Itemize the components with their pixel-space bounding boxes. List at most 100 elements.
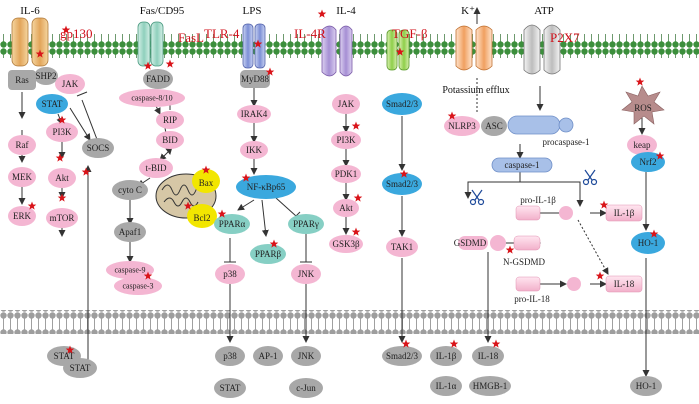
node-mtor: mTOR <box>46 208 78 228</box>
node-gsk3b: GSK3β <box>329 235 363 253</box>
svg-text:cyto C: cyto C <box>118 185 142 195</box>
node-apaf1: Apaf1 <box>114 222 146 242</box>
potassium-channel <box>455 25 493 71</box>
svg-text:keap: keap <box>634 140 651 150</box>
node-nlrp3: NLRP3 <box>444 116 480 136</box>
star-icon <box>35 49 45 58</box>
svg-text:t-BID: t-BID <box>146 163 167 173</box>
n-gsdmd-label: N-GSDMD <box>503 257 546 267</box>
node-tak1: TAK1 <box>386 237 418 257</box>
node-bcl2: Bcl2 <box>187 204 217 228</box>
nuc-il1a: IL-1α <box>430 376 462 396</box>
svg-text:TAK1: TAK1 <box>391 242 413 252</box>
svg-text:Smad2/3: Smad2/3 <box>386 179 419 189</box>
lps-label: LPS <box>243 5 262 17</box>
svg-text:Ras: Ras <box>15 75 29 85</box>
star-icon <box>55 153 65 162</box>
nuc-jnk: JNK <box>291 346 321 366</box>
svg-text:IKK: IKK <box>246 145 262 155</box>
node-raf: Raf <box>8 135 36 155</box>
potassium-efflux-label: Potassium efflux <box>442 85 509 96</box>
node-asc: ASC <box>481 116 507 136</box>
svg-text:MyD88: MyD88 <box>241 74 270 84</box>
procaspase-1-label: procaspase-1 <box>543 137 590 147</box>
svg-text:IL-1β: IL-1β <box>614 208 635 218</box>
svg-text:JAK: JAK <box>338 99 355 109</box>
star-icon <box>317 9 327 18</box>
node-ros: ROS <box>621 85 665 125</box>
node-ppar-beta: PPARβ <box>250 244 286 264</box>
node-irak4: IRAK4 <box>237 105 271 123</box>
svg-text:PI3K: PI3K <box>336 135 356 145</box>
node-myd88: MyD88 <box>240 70 270 88</box>
svg-text:p38: p38 <box>223 351 237 361</box>
svg-text:BID: BID <box>162 135 178 145</box>
svg-text:caspase-9: caspase-9 <box>114 266 145 275</box>
node-jak-il4: JAK <box>332 94 360 114</box>
star-icon <box>505 245 515 254</box>
nuc-stat-3: STAT <box>214 378 246 398</box>
il6-label: IL-6 <box>20 5 40 17</box>
svg-text:JNK: JNK <box>298 269 315 279</box>
node-procaspase-1 <box>507 115 574 135</box>
svg-text:ROS: ROS <box>634 103 652 113</box>
node-ikk: IKK <box>240 141 268 159</box>
svg-text:GSDMD: GSDMD <box>454 238 487 248</box>
star-icon <box>351 227 361 236</box>
star-icon <box>395 47 405 56</box>
node-ras: Ras <box>8 70 36 90</box>
star-icon <box>253 39 263 48</box>
node-smad23-lower: Smad2/3 <box>382 173 422 195</box>
node-caspase-8-10: caspase-8/10 <box>119 89 185 107</box>
tgfb-label: TGF-β <box>392 26 428 41</box>
star-icon <box>143 61 153 70</box>
node-bax: Bax <box>192 169 220 193</box>
node-pi3k-il6: PI3K <box>46 122 78 142</box>
nuc-smad23: Smad2/3 <box>382 346 422 366</box>
nuc-il18: IL-18 <box>472 346 504 366</box>
star-icon <box>401 339 411 348</box>
svg-text:mTOR: mTOR <box>50 213 75 223</box>
svg-text:PPARα: PPARα <box>219 219 246 229</box>
star-icon <box>655 151 665 160</box>
scissors-icon <box>469 189 485 206</box>
fasl-label: FasL <box>178 30 204 45</box>
tlr4-label: TLR-4 <box>204 26 240 41</box>
svg-text:NF-κBp65: NF-κBp65 <box>247 182 286 192</box>
star-icon <box>635 77 645 86</box>
star-icon <box>201 165 211 174</box>
p2x7-label: P2X7 <box>550 30 580 45</box>
node-ho1: HO-1 <box>631 232 665 254</box>
svg-text:Nrf2: Nrf2 <box>640 157 657 167</box>
nuc-ho1: HO-1 <box>630 376 662 396</box>
svg-text:caspase-1: caspase-1 <box>505 160 540 170</box>
svg-text:ASC: ASC <box>485 121 503 131</box>
node-nfkb-p65: NF-κBp65 <box>236 175 296 199</box>
node-pro-il1b <box>515 205 573 221</box>
svg-text:Smad2/3: Smad2/3 <box>386 351 419 361</box>
il4r-receptor <box>321 25 353 77</box>
svg-text:PI3K: PI3K <box>52 127 72 137</box>
node-caspase-9: caspase-9 <box>106 261 154 279</box>
il4r-label: IL-4R <box>294 26 326 41</box>
svg-text:STAT: STAT <box>42 99 63 109</box>
svg-text:PPARγ: PPARγ <box>293 219 319 229</box>
star-icon <box>143 271 153 280</box>
nuc-il1b: IL-1β <box>430 346 462 366</box>
svg-text:IL-18: IL-18 <box>478 351 499 361</box>
star-icon <box>81 167 91 176</box>
star-icon <box>61 25 71 34</box>
il4-label: IL-4 <box>336 5 356 17</box>
p2x7-receptor <box>523 24 561 75</box>
svg-text:IL-18: IL-18 <box>614 279 635 289</box>
node-caspase-1: caspase-1 <box>491 157 553 173</box>
svg-text:caspase-8/10: caspase-8/10 <box>131 94 172 103</box>
svg-text:IL-1β: IL-1β <box>436 351 457 361</box>
svg-text:Bax: Bax <box>199 178 214 188</box>
nuc-p38: p38 <box>215 346 245 366</box>
svg-text:PDK1: PDK1 <box>335 169 358 179</box>
star-icon <box>57 193 67 202</box>
star-icon <box>269 239 279 248</box>
node-ppar-gamma: PPARγ <box>288 214 324 234</box>
